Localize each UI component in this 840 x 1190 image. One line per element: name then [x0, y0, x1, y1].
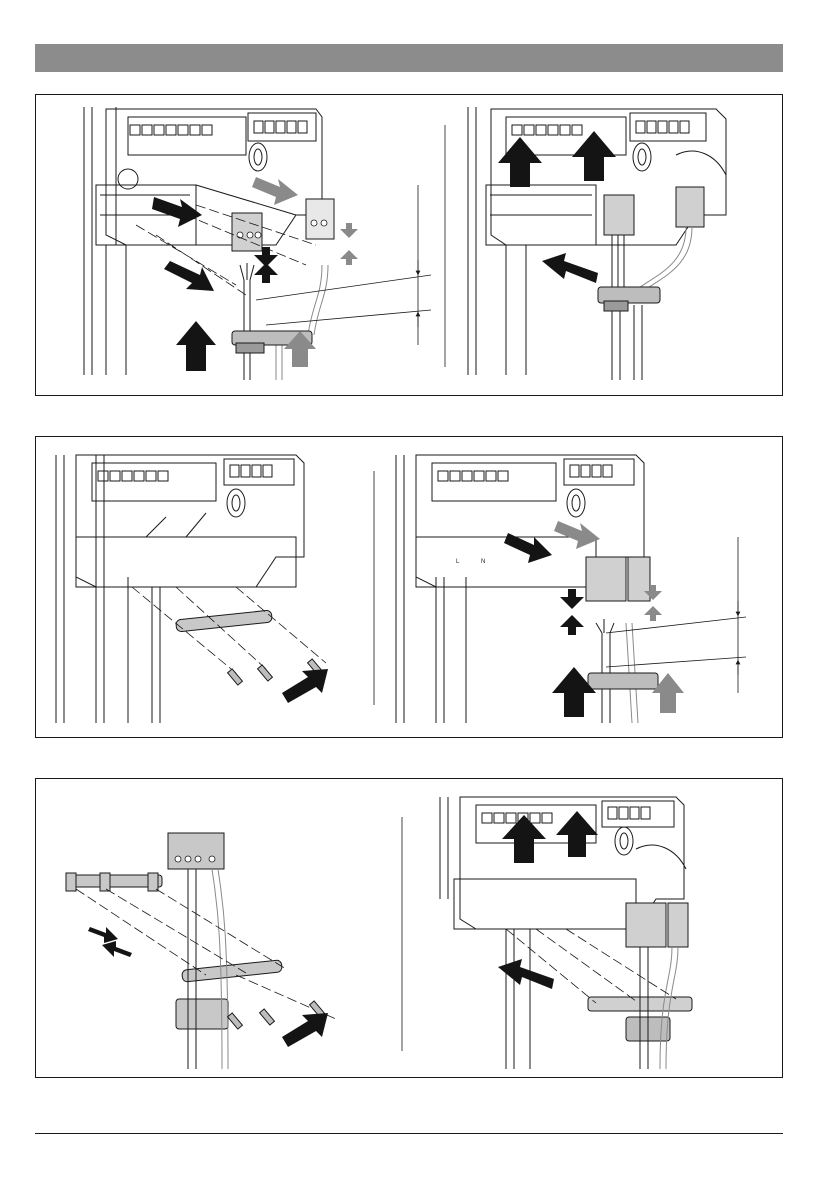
- installation-illustration-3: [36, 779, 784, 1079]
- arrow-dark-2: [498, 131, 616, 283]
- terminal-mark-l: L: [456, 559, 460, 565]
- figure-panel-2: L N: [35, 436, 783, 738]
- figure-panel-1: [35, 94, 783, 396]
- header-bar: [35, 44, 783, 72]
- terminal-mark-n: N: [481, 559, 485, 565]
- installation-illustration-1: [36, 95, 784, 397]
- arrow-dark-4: [504, 533, 596, 717]
- arrow-dark-6: [498, 811, 598, 989]
- arrow-dark-3: [282, 669, 328, 703]
- figure-panel-3: [35, 778, 783, 1078]
- footer-rule: [35, 1133, 783, 1134]
- installation-illustration-2: L N: [36, 437, 784, 739]
